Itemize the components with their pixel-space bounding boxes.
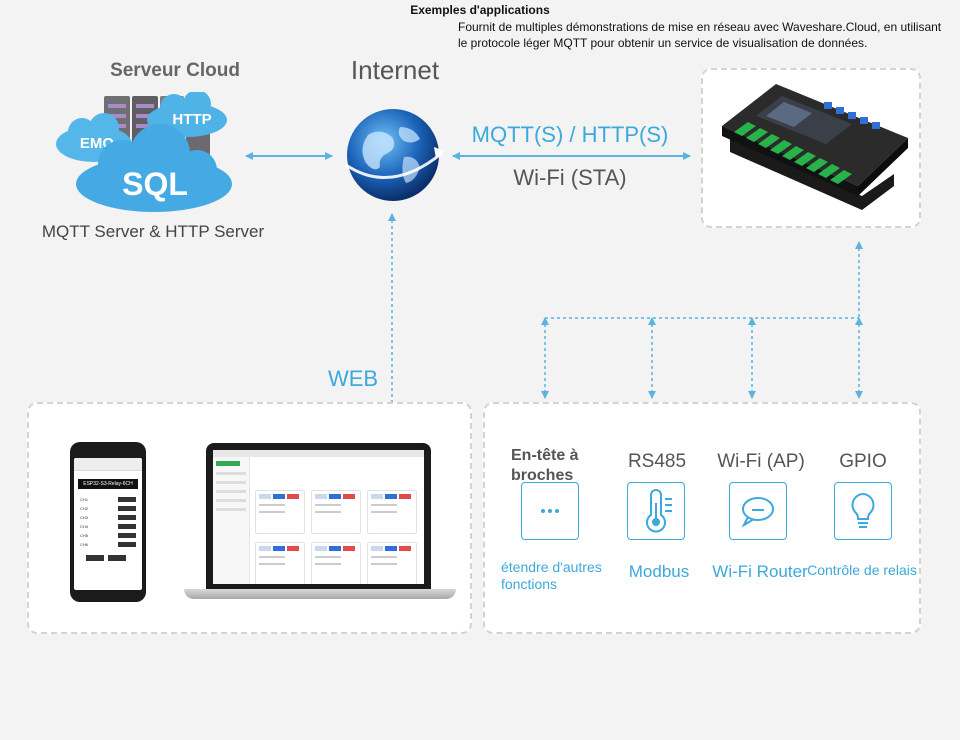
relay-board-device — [722, 84, 908, 210]
rs485-subtitle: Modbus — [628, 562, 690, 581]
dashboard-card-button[interactable] — [385, 494, 397, 499]
browser-bar — [213, 450, 424, 457]
phone-channel-label: CH3 — [80, 515, 89, 520]
dashboard-card-button[interactable] — [287, 546, 299, 551]
phone-all-on-button[interactable] — [86, 555, 104, 561]
http-badge: HTTP — [172, 111, 211, 128]
protocol-label: MQTT(S) / HTTP(S) — [471, 122, 669, 147]
phone-channel-label: CH5 — [80, 533, 89, 538]
dashboard-card-button[interactable] — [385, 546, 397, 551]
phone-channel-toggle[interactable] — [118, 506, 136, 511]
dashboard-card — [311, 542, 361, 584]
phone-channel-label: CH6 — [80, 542, 89, 547]
internet-title: Internet — [350, 55, 440, 85]
phone-channel-toggle[interactable] — [118, 515, 136, 520]
thermometer-icon — [646, 489, 672, 533]
dashboard-card — [367, 542, 417, 584]
ellipsis-icon — [541, 509, 559, 513]
dashboard-card-button[interactable] — [329, 494, 341, 499]
wifi-ap-title: Wi-Fi (AP) — [717, 451, 805, 472]
laptop-base — [184, 589, 456, 599]
dashboard-card-button[interactable] — [273, 546, 285, 551]
phone-action-buttons — [86, 555, 130, 561]
rs485-icon-box — [627, 482, 685, 540]
phone-channel-row: CH2 — [80, 504, 136, 513]
phone-channel-row: CH5 — [80, 531, 136, 540]
dashboard-card-button[interactable] — [259, 494, 271, 499]
dashboard-card — [367, 490, 417, 534]
phone-channel-label: CH2 — [80, 506, 89, 511]
phone-channel-toggle[interactable] — [118, 542, 136, 547]
phone-channel-row: CH4 — [80, 522, 136, 531]
pin-header-subtitle: étendre d'autres fonctions — [501, 559, 602, 592]
phone-channel-row: CH1 — [80, 495, 136, 504]
wifi-sta-label: Wi-Fi (STA) — [513, 165, 627, 190]
phone-channel-label: CH1 — [80, 497, 89, 502]
sql-badge: SQL — [122, 166, 188, 202]
lightbulb-icon — [851, 492, 875, 528]
dashboard-card — [311, 490, 361, 534]
gpio-title: GPIO — [839, 451, 887, 472]
globe-icon — [345, 109, 444, 201]
phone-channel-label: CH4 — [80, 524, 89, 529]
phone-channel-toggle[interactable] — [118, 524, 136, 529]
dashboard-card-button[interactable] — [399, 494, 411, 499]
dashboard-card-button[interactable] — [315, 546, 327, 551]
cloud-server-title: Serveur Cloud — [110, 60, 240, 81]
phone-status-bar — [74, 458, 142, 471]
dashboard-card — [255, 490, 305, 534]
dashboard-card-button[interactable] — [273, 494, 285, 499]
pin-header-title: En-tête à broches — [511, 447, 579, 484]
cloud-server-illustration: HTTP EMQ SQL — [56, 92, 232, 212]
chat-bubble-icon — [741, 497, 774, 528]
phone-app-title: ESP32-S3-Relay-6CH — [78, 479, 138, 489]
dashboard-card-button[interactable] — [371, 494, 383, 499]
dashboard-sidebar — [213, 457, 250, 584]
dashboard-card-button[interactable] — [329, 546, 341, 551]
phone-channel-toggle[interactable] — [118, 497, 136, 502]
wifi-ap-subtitle: Wi-Fi Router — [712, 562, 808, 581]
dashboard-card-button[interactable] — [259, 546, 271, 551]
gpio-icon-box — [834, 482, 892, 540]
dashboard-card-button[interactable] — [315, 494, 327, 499]
phone-all-off-button[interactable] — [108, 555, 126, 561]
dashboard-card-button[interactable] — [399, 546, 411, 551]
dashboard-card-button[interactable] — [343, 494, 355, 499]
phone-channel-row: CH6 — [80, 540, 136, 549]
cloud-server-subtitle: MQTT Server & HTTP Server — [41, 222, 265, 241]
dashboard-logo — [216, 461, 240, 466]
rs485-title: RS485 — [627, 451, 687, 472]
laptop-screen — [213, 450, 424, 584]
dashboard-card — [255, 542, 305, 584]
header-description: Fournit de multiples démonstrations de m… — [458, 20, 942, 50]
phone-channel-row: CH3 — [80, 513, 136, 522]
dashboard-cards — [255, 490, 419, 584]
header-title: Exemples d'applications — [410, 3, 550, 17]
gpio-subtitle: Contrôle de relais — [807, 562, 917, 578]
dashboard-card-button[interactable] — [287, 494, 299, 499]
laptop — [206, 443, 431, 589]
wifi-ap-icon-box — [729, 482, 787, 540]
phone-channel-toggle[interactable] — [118, 533, 136, 538]
web-label: WEB — [327, 366, 379, 391]
dashboard-card-button[interactable] — [343, 546, 355, 551]
pin-header-icon-box — [521, 482, 579, 540]
dashboard-card-button[interactable] — [371, 546, 383, 551]
